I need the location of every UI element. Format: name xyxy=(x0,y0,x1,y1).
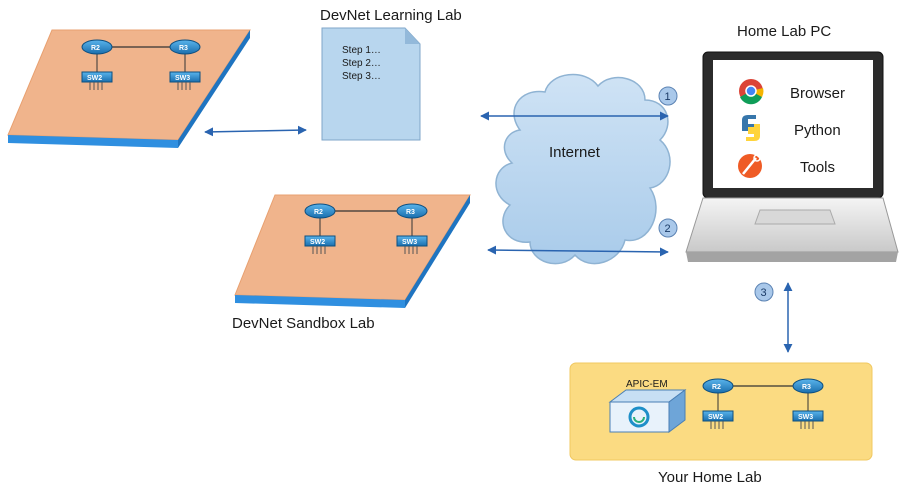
learning-step: Step 1… xyxy=(342,45,381,56)
switch-label: SW3 xyxy=(175,75,190,82)
learning-step: Step 2… xyxy=(342,58,381,69)
home-lab-label: Your Home Lab xyxy=(658,469,762,486)
switch-sw2-icon: SW2 xyxy=(702,410,734,429)
router-r2-icon: R2 xyxy=(702,378,734,394)
switch-sw2-icon: SW2 xyxy=(81,71,113,90)
internet-cloud-icon xyxy=(495,73,671,265)
connection-number-badge: 2 xyxy=(658,218,678,238)
router-label: R3 xyxy=(802,384,811,391)
switch-label: SW2 xyxy=(87,75,102,82)
connection-number-badge: 1 xyxy=(658,86,678,106)
python-icon xyxy=(742,115,760,141)
sandbox-label: DevNet Sandbox Lab xyxy=(232,315,375,332)
router-r2-icon: R2 xyxy=(81,39,113,55)
switch-sw3-icon: SW3 xyxy=(169,71,201,90)
browser-icon xyxy=(739,79,764,105)
laptop-icon xyxy=(685,51,899,262)
router-label: R2 xyxy=(314,209,323,216)
router-r2-icon: R2 xyxy=(304,203,336,219)
apic-em-server-icon xyxy=(608,389,687,433)
switch-sw3-icon: SW3 xyxy=(792,410,824,429)
svg-text:1: 1 xyxy=(665,91,671,103)
connection-number-badge: 3 xyxy=(754,282,774,302)
app-label: Browser xyxy=(790,85,845,102)
home-lab-pc-title: Home Lab PC xyxy=(737,23,831,40)
internet-label: Internet xyxy=(549,144,601,161)
router-r3-icon: R3 xyxy=(396,203,428,219)
switch-label: SW3 xyxy=(402,239,417,246)
switch-label: SW2 xyxy=(708,414,723,421)
sandbox-network-platform: R2 R3 SW2 SW3 xyxy=(234,194,471,308)
router-label: R2 xyxy=(712,384,721,391)
router-label: R3 xyxy=(179,45,188,52)
learning-step: Step 3… xyxy=(342,71,381,82)
apic-em-label: APIC-EM xyxy=(626,379,668,390)
router-label: R3 xyxy=(406,209,415,216)
router-r3-icon: R3 xyxy=(169,39,201,55)
switch-label: SW3 xyxy=(798,414,813,421)
document-icon xyxy=(321,27,421,141)
switch-sw2-icon: SW2 xyxy=(304,235,336,254)
learning-lab-network-platform: R2 R3 SW2 SW3 xyxy=(7,29,251,148)
tools-icon xyxy=(738,154,762,178)
svg-text:3: 3 xyxy=(761,287,767,299)
connection-arrow-2 xyxy=(487,245,669,257)
learning-lab-arrow xyxy=(204,125,307,137)
svg-text:2: 2 xyxy=(665,223,671,235)
app-label: Python xyxy=(794,122,841,139)
router-r3-icon: R3 xyxy=(792,378,824,394)
router-label: R2 xyxy=(91,45,100,52)
switch-label: SW2 xyxy=(310,239,325,246)
app-label: Tools xyxy=(800,159,835,176)
switch-sw3-icon: SW3 xyxy=(396,235,428,254)
learning-lab-title: DevNet Learning Lab xyxy=(320,7,462,24)
